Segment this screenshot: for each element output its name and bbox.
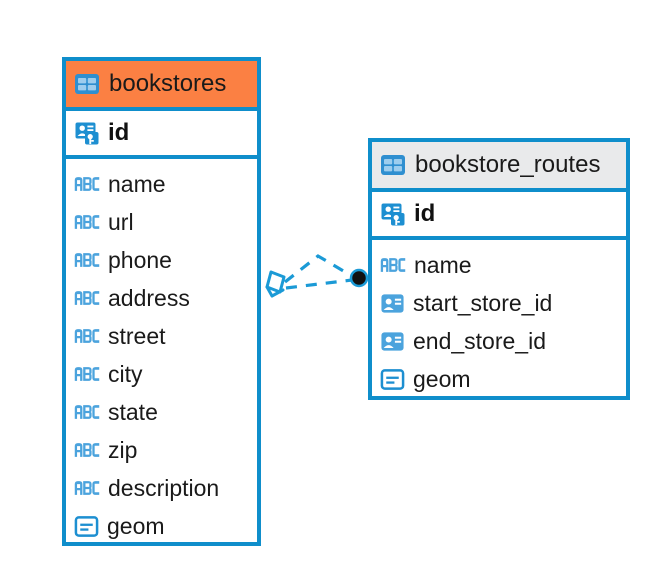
geometry-icon	[74, 515, 99, 537]
relationship-line-upper	[284, 254, 353, 284]
foreign-key-icon	[381, 331, 404, 351]
field-label: end_store_id	[413, 327, 546, 354]
field-label: geom	[413, 365, 471, 392]
relationship-target-marker	[349, 268, 369, 288]
field-row[interactable]: address	[66, 279, 257, 317]
abc-text-icon	[74, 367, 100, 381]
abc-text-icon	[74, 405, 100, 419]
entity-bookstores-primary-key-label: id	[108, 119, 130, 146]
field-row[interactable]: url	[66, 203, 257, 241]
abc-text-icon	[380, 258, 406, 272]
primary-key-icon	[75, 122, 99, 145]
table-grid-icon	[381, 155, 405, 175]
field-row[interactable]: name	[372, 246, 626, 284]
entity-bookstores-field-list: name url phone address street city state zip des…	[66, 159, 257, 549]
field-row[interactable]: geom	[372, 360, 626, 398]
field-row[interactable]: street	[66, 317, 257, 355]
abc-text-icon	[74, 215, 100, 229]
geometry-icon	[380, 368, 405, 390]
field-label: geom	[107, 512, 165, 539]
field-row[interactable]: city	[66, 355, 257, 393]
field-label: state	[108, 398, 158, 425]
field-label: street	[108, 322, 166, 349]
field-row[interactable]: state	[66, 393, 257, 431]
field-row[interactable]: start_store_id	[372, 284, 626, 322]
field-label: address	[108, 284, 190, 311]
abc-text-icon	[74, 329, 100, 343]
primary-key-icon	[381, 203, 405, 226]
entity-bookstores[interactable]: bookstores id name url phone address street c…	[62, 57, 261, 546]
field-row[interactable]: name	[66, 165, 257, 203]
field-label: description	[108, 474, 220, 501]
table-grid-icon	[75, 74, 99, 94]
entity-bookstores-title: bookstores	[109, 70, 227, 97]
field-label: name	[414, 251, 472, 278]
abc-text-icon	[74, 443, 100, 457]
entity-bookstore-routes-primary-key-label: id	[414, 200, 436, 227]
entity-bookstores-primary-key-row[interactable]: id	[66, 111, 257, 159]
field-label: phone	[108, 246, 172, 273]
field-label: url	[108, 208, 134, 235]
foreign-key-icon	[381, 293, 404, 313]
entity-bookstore-routes-header[interactable]: bookstore_routes	[372, 142, 626, 192]
field-label: name	[108, 170, 166, 197]
relationship-line-lower	[285, 278, 353, 290]
field-row[interactable]: end_store_id	[372, 322, 626, 360]
field-row[interactable]: geom	[66, 507, 257, 545]
abc-text-icon	[74, 291, 100, 305]
entity-bookstores-header[interactable]: bookstores	[66, 61, 257, 111]
relationship-source-marker	[265, 270, 286, 298]
abc-text-icon	[74, 253, 100, 267]
field-label: zip	[108, 436, 138, 463]
abc-text-icon	[74, 177, 100, 191]
entity-bookstore-routes-title: bookstore_routes	[415, 151, 601, 178]
field-row[interactable]: zip	[66, 431, 257, 469]
field-label: city	[108, 360, 143, 387]
entity-bookstore-routes-primary-key-row[interactable]: id	[372, 192, 626, 240]
field-row[interactable]: phone	[66, 241, 257, 279]
field-row[interactable]: description	[66, 469, 257, 507]
abc-text-icon	[74, 481, 100, 495]
field-label: start_store_id	[413, 289, 553, 316]
